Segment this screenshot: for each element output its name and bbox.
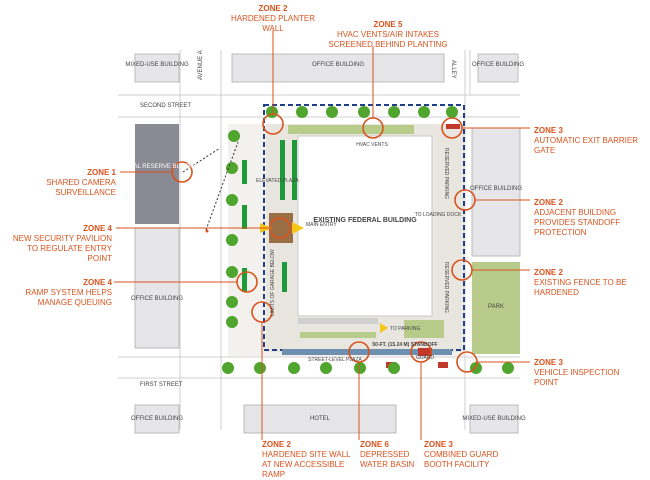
label-hvac-vents: HVAC VENTS <box>356 142 388 148</box>
block-mixed-use-bottom-right: MIXED-USE BUILDING <box>462 416 526 422</box>
callout-zone: ZONE 2 <box>534 268 563 277</box>
mixed-use-building-top-left <box>134 53 180 83</box>
trees-left <box>226 130 240 328</box>
callout-desc: NEW SECURITY PAVILION TO REGULATE ENTRY … <box>12 234 112 263</box>
callout-zone: ZONE 4 <box>83 278 112 287</box>
street-avenue-a: AVENUE A <box>198 50 204 80</box>
office-building-right <box>471 127 521 257</box>
callout-zone: ZONE 6 <box>360 440 389 449</box>
block-office-left: OFFICE BUILDING <box>131 296 183 302</box>
callout-desc: EXISTING FENCE TO BE HARDENED <box>534 278 627 297</box>
office-building-top-center <box>231 53 445 83</box>
callout-desc: SHARED CAMERA SURVEILLANCE <box>46 178 116 197</box>
existing-federal-building <box>297 135 433 317</box>
label-guard: GUARD <box>416 355 434 361</box>
callout-zone: ZONE 2 <box>534 198 563 207</box>
block-office-top-right: OFFICE BUILDING <box>472 62 524 68</box>
parking-arrow <box>380 323 388 333</box>
trees-bottom <box>222 362 514 374</box>
office-building-top-right <box>477 53 519 83</box>
label-existing-federal-building: EXISTING FEDERAL BUILDING <box>313 217 417 224</box>
callout-zone: ZONE 3 <box>534 126 563 135</box>
leader-lines <box>114 30 530 440</box>
planter-bottom-right <box>404 320 444 338</box>
callout-hvac: ZONE 5 HVAC VENTS/AIR INTAKES SCREENED B… <box>318 20 458 50</box>
block-mixed-use-top-left: MIXED-USE BUILDING <box>125 62 189 68</box>
block-hotel: HOTEL <box>310 416 331 422</box>
callout-adjacent-building: ZONE 2 ADJACENT BUILDING PROVIDES STANDO… <box>534 198 646 238</box>
callout-zone: ZONE 2 <box>258 4 288 13</box>
callout-water-basin: ZONE 6 DEPRESSED WATER BASIN <box>360 440 420 470</box>
label-reserved-parking-2: RESERVED PARKING <box>443 262 449 313</box>
planter-wall-top <box>288 125 414 134</box>
callout-guard-booth: ZONE 3 COMBINED GUARD BOOTH FACILITY <box>424 440 514 470</box>
callout-existing-fence: ZONE 2 EXISTING FENCE TO BE HARDENED <box>534 268 646 298</box>
street-alley: ALLEY <box>450 60 456 79</box>
label-standoff: 50-FT. (15.24 M) STANDOFF <box>372 342 437 348</box>
callout-desc: VEHICLE INSPECTION POINT <box>534 368 620 387</box>
callout-site-wall: ZONE 2 HARDENED SITE WALL AT NEW ACCESSI… <box>262 440 352 480</box>
label-to-parking: TO PARKING <box>390 326 420 332</box>
street-second: SECOND STREET <box>140 103 191 109</box>
block-federal-reserve: FEDERAL RESERVE BUILDING <box>113 164 201 170</box>
green-planters-west <box>242 140 297 292</box>
camera-icon <box>205 229 209 233</box>
street-first: FIRST STREET <box>140 382 183 388</box>
label-reserved-parking-1: RESERVED PARKING <box>443 148 449 199</box>
barrier-2 <box>438 362 448 368</box>
block-office-bottom-left: OFFICE BUILDING <box>131 416 183 422</box>
label-limits-of-garage: LIMITS OF GARAGE BELOW <box>270 249 276 316</box>
block-office-right: OFFICE BUILDING <box>470 186 522 192</box>
street-lines <box>118 50 520 430</box>
callout-security-pavilion: ZONE 4 NEW SECURITY PAVILION TO REGULATE… <box>2 224 112 264</box>
map-text: MIXED-USE BUILDING OFFICE BUILDING OFFIC… <box>113 50 526 422</box>
callout-desc: ADJACENT BUILDING PROVIDES STANDOFF PROT… <box>534 208 621 237</box>
callout-zone: ZONE 1 <box>87 168 116 177</box>
entry-arrow-right <box>292 222 304 234</box>
label-elevated-plaza: ELEVATED PLAZA <box>256 178 299 184</box>
callout-ramp-system: ZONE 4 RAMP SYSTEM HELPS MANAGE QUEUING <box>2 278 112 308</box>
office-building-bottom-left <box>134 404 180 434</box>
plaza-strip-2 <box>300 332 376 338</box>
camera-sightlines <box>182 141 239 231</box>
callout-planter-wall: ZONE 2 HARDENED PLANTER WALL <box>228 4 318 34</box>
label-loading-dock: TO LOADING DOCK <box>415 212 462 218</box>
park <box>472 262 520 354</box>
block-office-top-center: OFFICE BUILDING <box>312 62 364 68</box>
office-building-left <box>134 227 180 349</box>
callout-vehicle-inspection: ZONE 3 VEHICLE INSPECTION POINT <box>534 358 646 388</box>
callout-zone: ZONE 4 <box>83 224 112 233</box>
callout-camera: ZONE 1 SHARED CAMERA SURVEILLANCE <box>2 168 116 198</box>
callout-exit-barrier: ZONE 3 AUTOMATIC EXIT BARRIER GATE <box>534 126 646 156</box>
plaza-strip-1 <box>298 318 378 324</box>
label-street-level-plaza: STREET-LEVEL PLAZA <box>308 357 362 363</box>
block-park: PARK <box>488 304 504 310</box>
callout-desc: AUTOMATIC EXIT BARRIER GATE <box>534 136 639 155</box>
callout-desc: HARDENED PLANTER WALL <box>230 14 315 33</box>
callout-zone: ZONE 5 <box>373 20 403 29</box>
label-main-entry: MAIN ENTRY <box>306 222 337 228</box>
mixed-use-building-bottom-right <box>469 404 519 434</box>
callout-zone: ZONE 2 <box>262 440 291 449</box>
callout-desc: HARDENED SITE WALL AT NEW ACCESSIBLE RAM… <box>262 450 351 479</box>
hotel <box>243 404 397 434</box>
callout-zone: ZONE 3 <box>534 358 563 367</box>
callout-desc: HVAC VENTS/AIR INTAKES SCREENED BEHIND P… <box>328 30 448 49</box>
callout-desc: COMBINED GUARD BOOTH FACILITY <box>424 450 499 469</box>
callout-zone: ZONE 3 <box>424 440 453 449</box>
callout-desc: RAMP SYSTEM HELPS MANAGE QUEUING <box>25 288 112 307</box>
water-basin <box>282 349 452 355</box>
barrier-gate <box>446 124 460 129</box>
guard-booth <box>418 348 432 356</box>
callout-desc: DEPRESSED WATER BASIN <box>360 450 415 469</box>
